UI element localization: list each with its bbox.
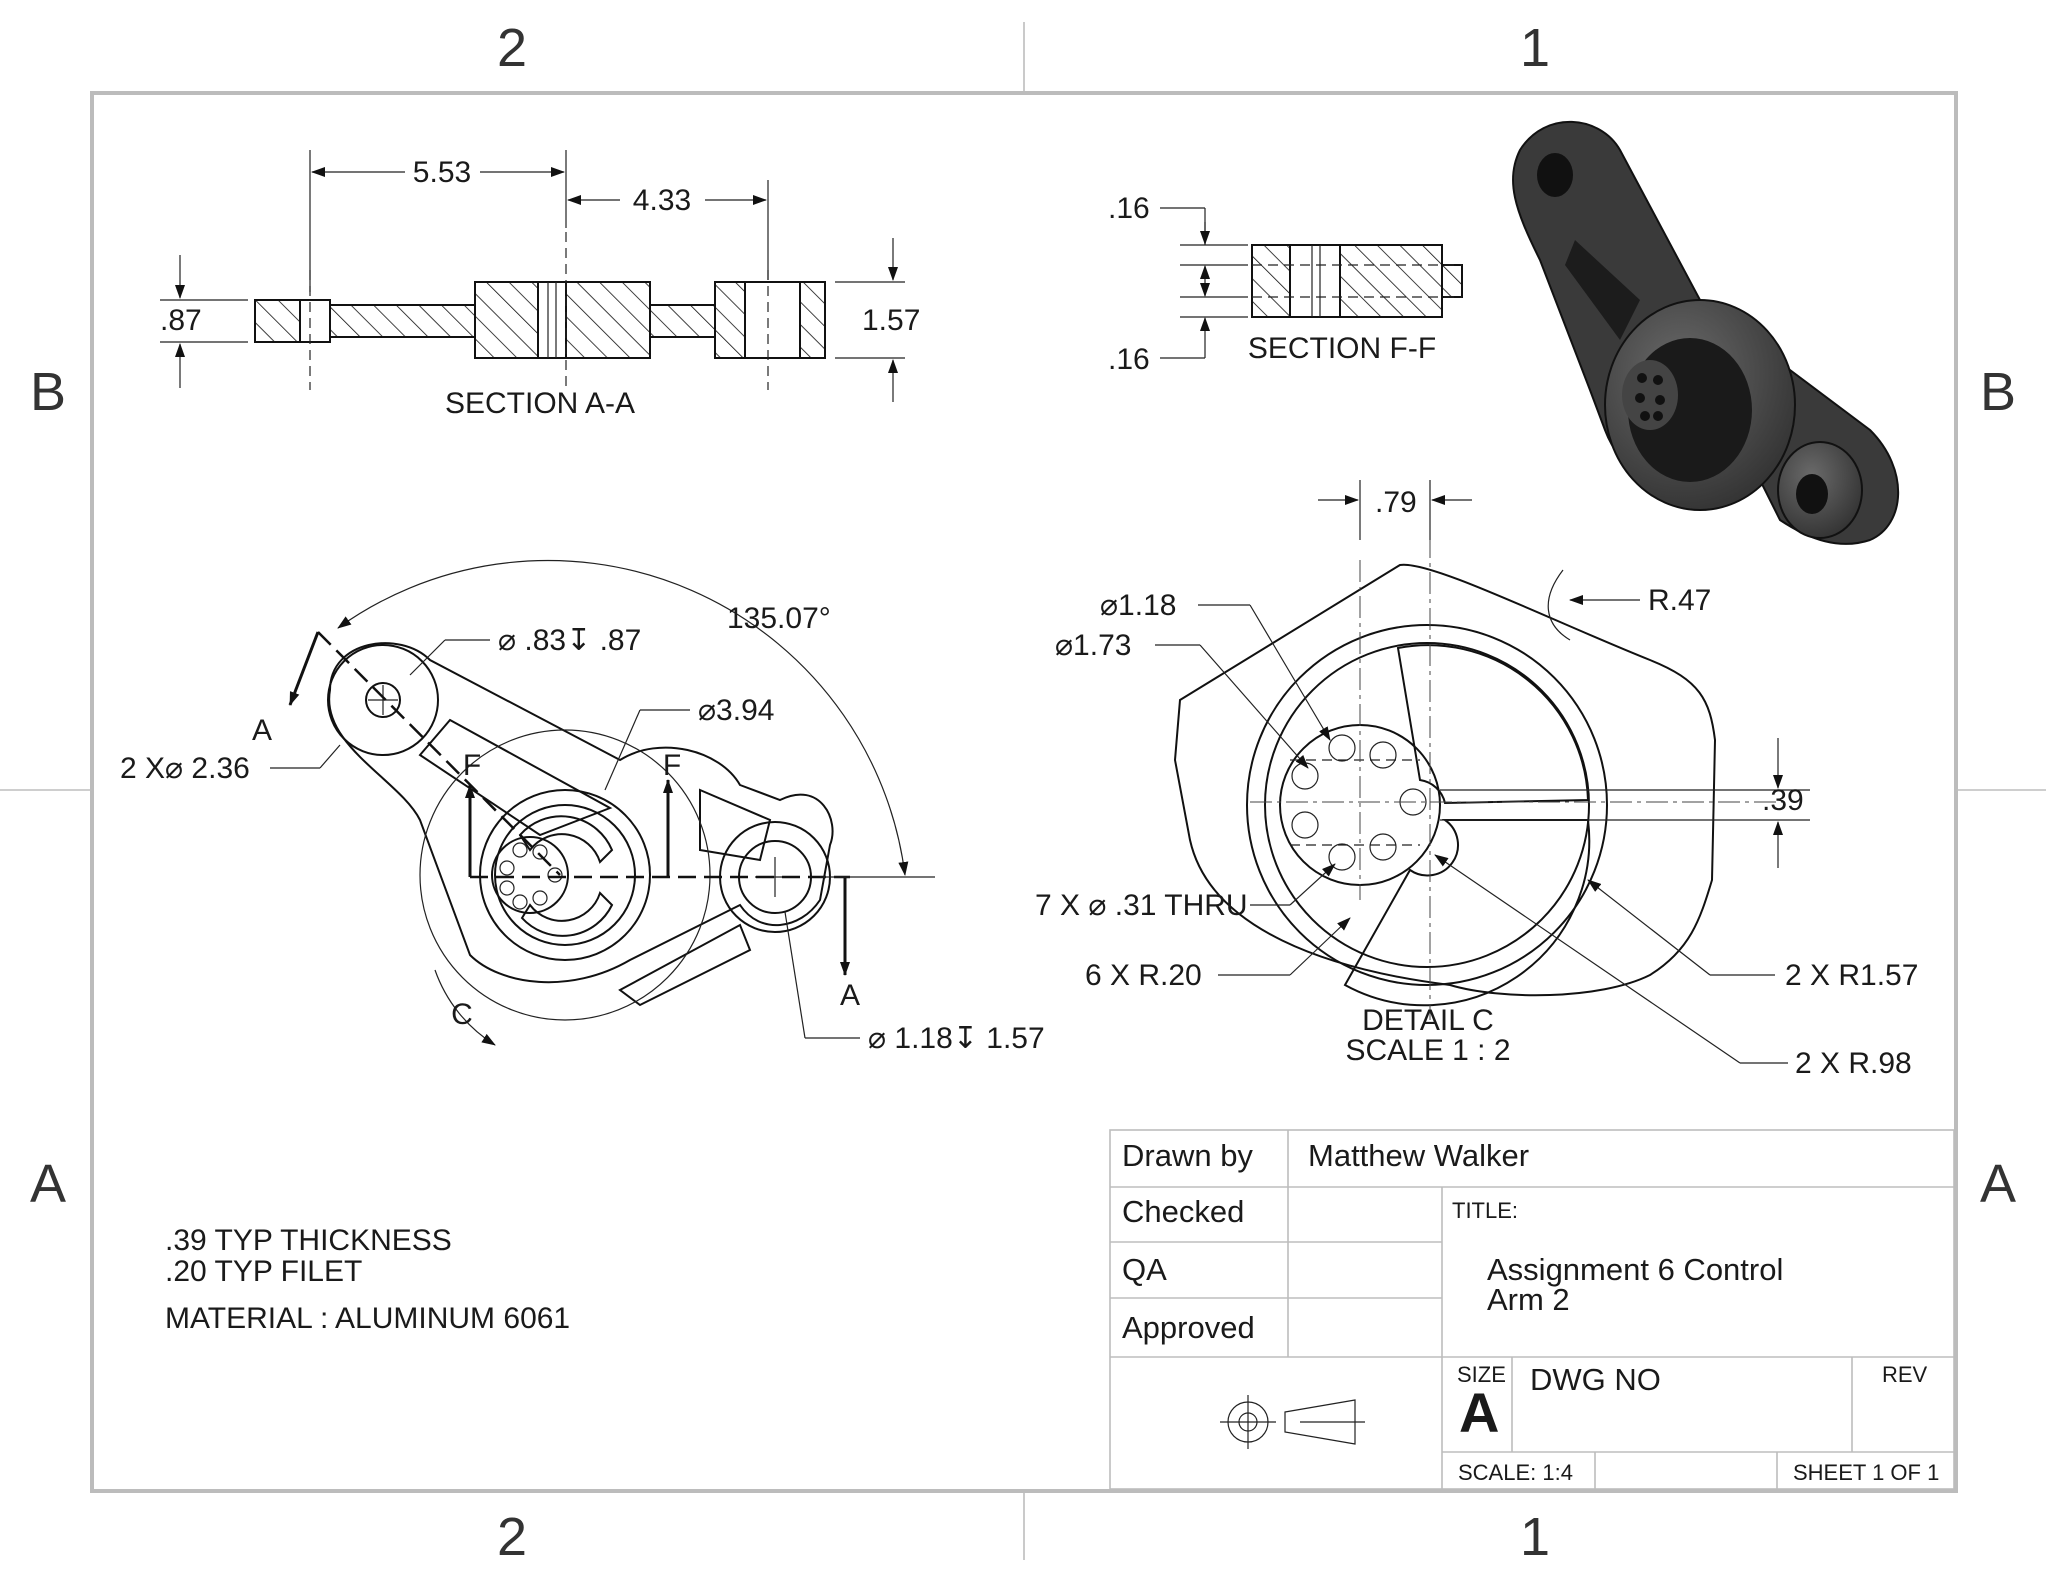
marker-c: C <box>451 998 473 1031</box>
dim-0-87: .87 <box>160 304 202 337</box>
tb-title-line1: Assignment 6 Control <box>1487 1252 1783 1287</box>
section-aa-label: SECTION A-A <box>445 387 635 420</box>
dim-d118: ⌀1.18 <box>1100 589 1176 622</box>
tb-drawn-value: Matthew Walker <box>1308 1138 1529 1173</box>
section-ff-label: SECTION F-F <box>1248 332 1436 365</box>
note-material: MATERIAL : ALUMINUM 6061 <box>165 1302 570 1335</box>
dim-r157: 2 X R1.57 <box>1785 959 1918 992</box>
dim-detail-079: .79 <box>1375 486 1417 519</box>
note-fillet: .20 TYP FILET <box>165 1255 362 1288</box>
marker-f-left: F <box>463 749 481 782</box>
dim-hub: ⌀3.94 <box>698 694 774 727</box>
tb-sheet: SHEET 1 OF 1 <box>1793 1460 1939 1485</box>
dim-4-33: 4.33 <box>633 184 691 217</box>
dim-1-57: 1.57 <box>862 304 920 337</box>
marker-f-right: F <box>663 749 681 782</box>
note-thickness: .39 TYP THICKNESS <box>165 1224 452 1257</box>
section-ff-view <box>1160 207 1463 359</box>
zone-top-1: 1 <box>1520 18 1550 78</box>
zone-right-b: B <box>1980 362 2016 422</box>
tb-scale: SCALE: 1:4 <box>1458 1460 1573 1485</box>
dim-hole-top: ⌀ .83↧ .87 <box>498 624 641 657</box>
dim-angle: 135.07° <box>727 602 831 635</box>
zone-left-b: B <box>30 362 66 422</box>
tb-approved-label: Approved <box>1122 1310 1255 1345</box>
isometric-view <box>1511 120 1900 545</box>
tb-title-line2: Arm 2 <box>1487 1282 1570 1317</box>
tb-title-label: TITLE: <box>1452 1198 1518 1223</box>
detail-c-scale: SCALE 1 : 2 <box>1345 1034 1510 1067</box>
dim-boss: 2 X⌀ 2.36 <box>120 752 250 785</box>
dim-r98: 2 X R.98 <box>1795 1047 1912 1080</box>
dim-hole-bottom: ⌀ 1.18↧ 1.57 <box>868 1022 1045 1055</box>
tb-dwg-label: DWG NO <box>1530 1362 1661 1397</box>
dim-holes: 7 X ⌀ .31 THRU <box>1035 889 1248 922</box>
tb-checked-label: Checked <box>1122 1194 1244 1229</box>
zone-right-a: A <box>1980 1154 2016 1214</box>
dim-ff-top: .16 <box>1108 192 1150 225</box>
dim-fillets: 6 X R.20 <box>1085 959 1202 992</box>
section-aa-view <box>160 150 905 402</box>
zone-top-2: 2 <box>497 18 527 78</box>
tb-drawn-label: Drawn by <box>1122 1138 1253 1173</box>
tb-size-value: A <box>1459 1381 1499 1444</box>
tb-rev-label: REV <box>1882 1362 1928 1387</box>
projection-symbol <box>1220 1395 1365 1449</box>
zone-left-a: A <box>30 1154 66 1214</box>
tb-qa-label: QA <box>1122 1252 1167 1287</box>
main-plan-view <box>270 559 935 1046</box>
zone-bottom-2: 2 <box>497 1507 527 1567</box>
dim-ff-bottom: .16 <box>1108 343 1150 376</box>
marker-a-bottom: A <box>840 979 860 1012</box>
title-block <box>1109 1129 1955 1490</box>
zone-bottom-1: 1 <box>1520 1507 1550 1567</box>
tb-size-label: SIZE <box>1457 1362 1506 1387</box>
detail-c-title: DETAIL C <box>1362 1004 1494 1037</box>
detail-c-view <box>1155 480 1810 1064</box>
sheet-frame <box>0 22 2046 1560</box>
dim-d173: ⌀1.73 <box>1055 629 1131 662</box>
marker-a-top: A <box>252 714 272 747</box>
dim-039: .39 <box>1762 784 1804 817</box>
dim-5-53: 5.53 <box>413 156 471 189</box>
dim-r47: R.47 <box>1648 584 1711 617</box>
